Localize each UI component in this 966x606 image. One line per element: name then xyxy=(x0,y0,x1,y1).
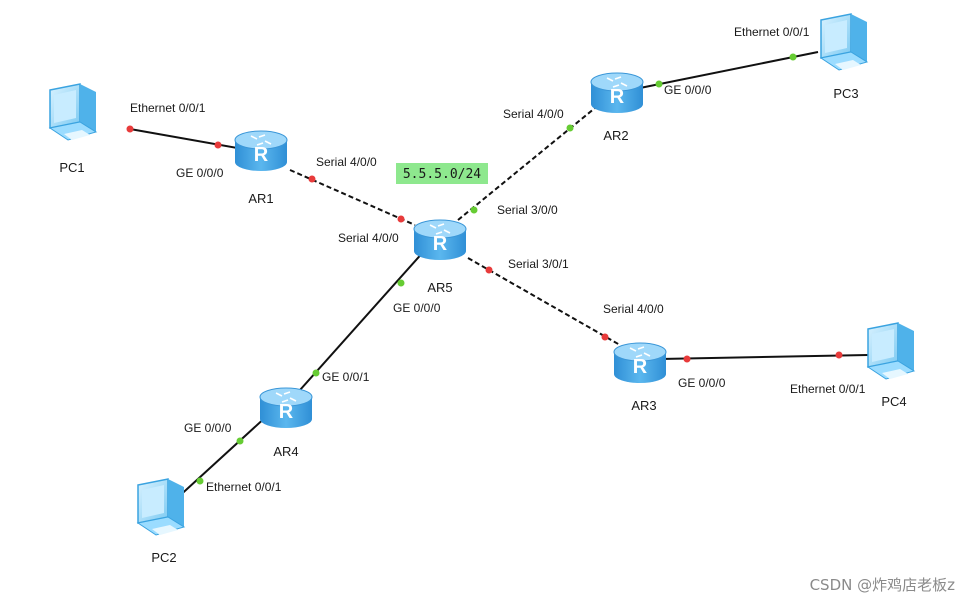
port-ar1-serial xyxy=(308,175,316,183)
ar4-ge-down-label: GE 0/0/0 xyxy=(184,421,232,435)
port-ar3-ge xyxy=(683,355,691,363)
pc4-icon[interactable] xyxy=(867,322,915,380)
pc3-label: PC3 xyxy=(833,86,858,101)
ar3-serial-label: Serial 4/0/0 xyxy=(603,302,664,316)
port-ar3-serial xyxy=(601,333,609,341)
ar2-serial-label: Serial 4/0/0 xyxy=(503,107,564,121)
ar3-label: AR3 xyxy=(631,398,656,413)
ar2-ge-label: GE 0/0/0 xyxy=(664,83,712,97)
ar2-label: AR2 xyxy=(603,128,628,143)
router-ar3[interactable] xyxy=(613,342,667,384)
pc1-eth-label: Ethernet 0/0/1 xyxy=(130,101,206,115)
port-ar4-ge-up xyxy=(312,369,320,377)
port-pc3 xyxy=(789,53,797,61)
ar1-ge-label: GE 0/0/0 xyxy=(176,166,224,180)
pc2-icon[interactable] xyxy=(137,478,185,536)
port-ar4-ge-down xyxy=(236,437,244,445)
pc4-eth-label: Ethernet 0/0/1 xyxy=(790,382,866,396)
port-ar1-ge xyxy=(214,141,222,149)
port-ar5-serial-ar3 xyxy=(485,266,493,274)
link-ar5-ar4 xyxy=(299,249,426,391)
router-ar2[interactable] xyxy=(590,72,644,114)
pc2-eth-label: Ethernet 0/0/1 xyxy=(206,480,282,494)
ar5-serial-ar2-label: Serial 3/0/0 xyxy=(497,203,558,217)
router-ar1[interactable] xyxy=(234,130,288,172)
router-ar5[interactable] xyxy=(413,219,467,261)
port-ar5-serial-ar2 xyxy=(470,206,478,214)
port-pc2 xyxy=(196,477,204,485)
ar5-serial-ar3-label: Serial 3/0/1 xyxy=(508,257,569,271)
subnet-label-bg xyxy=(396,163,488,184)
pc4-label: PC4 xyxy=(881,394,906,409)
pc3-icon[interactable] xyxy=(820,13,868,71)
watermark: CSDN @炸鸡店老板z xyxy=(810,576,956,594)
port-ar2-ge xyxy=(655,80,663,88)
link-ar2-pc3 xyxy=(639,51,819,89)
ar5-serial-ar1-label: Serial 4/0/0 xyxy=(338,231,399,245)
ar1-label: AR1 xyxy=(248,191,273,206)
pc1-icon[interactable] xyxy=(49,83,97,141)
ar4-ge-up-label: GE 0/0/1 xyxy=(322,370,370,384)
link-ar4-pc2 xyxy=(174,414,269,501)
ar4-label: AR4 xyxy=(273,444,298,459)
link-ar1-ar5 xyxy=(289,169,416,226)
pc1-label: PC1 xyxy=(59,160,84,175)
ar1-serial-label: Serial 4/0/0 xyxy=(316,155,377,169)
pc3-eth-label: Ethernet 0/0/1 xyxy=(734,25,810,39)
ar5-label: AR5 xyxy=(427,280,452,295)
port-pc1 xyxy=(126,125,134,133)
port-ar5-serial-ar1 xyxy=(397,215,405,223)
link-ar3-pc4 xyxy=(659,354,869,360)
port-ar5-ge xyxy=(397,279,405,287)
ar5-ge-label: GE 0/0/0 xyxy=(393,301,441,315)
subnet-label: 5.5.5.0/24 xyxy=(403,167,481,182)
link-ar5-ar3 xyxy=(467,257,621,346)
port-ar2-serial xyxy=(566,124,574,132)
port-pc4 xyxy=(835,351,843,359)
pc2-label: PC2 xyxy=(151,550,176,565)
router-ar4[interactable] xyxy=(259,387,313,429)
ar3-ge-label: GE 0/0/0 xyxy=(678,376,726,390)
